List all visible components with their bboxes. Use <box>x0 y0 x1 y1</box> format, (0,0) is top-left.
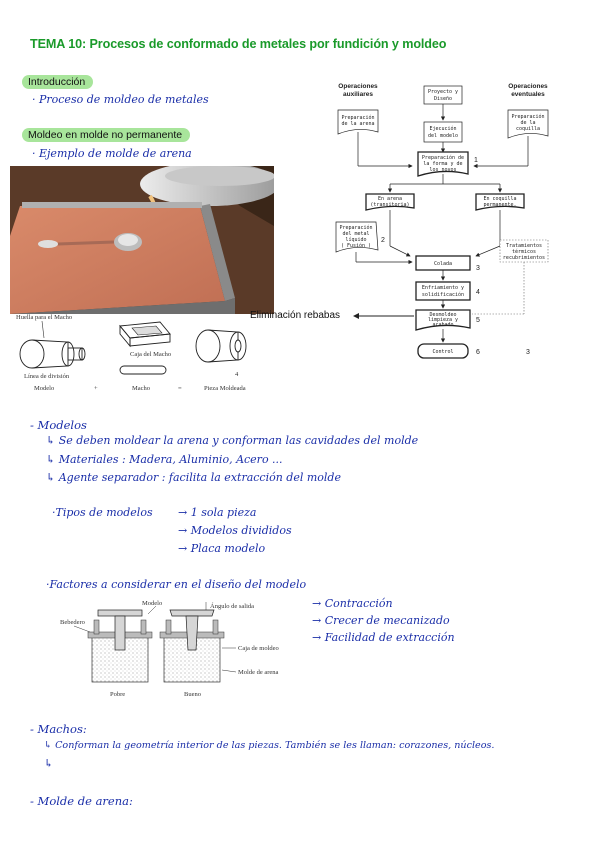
fc-box-prep-forma: Preparación de la forma y de los noyos <box>417 151 469 177</box>
factor-item-1: → Contracción <box>312 597 393 610</box>
svg-text:solidificación: solidificación <box>422 291 464 298</box>
core-label-plus: + <box>94 385 98 392</box>
modelos-line-1: ↳ Se deben moldear la arena y conforman … <box>46 434 419 447</box>
fc-header-left-2: auxiliares <box>343 91 373 98</box>
tipo-item-1: → 1 sola pieza <box>178 506 257 519</box>
section-label-introduccion: Introducción <box>22 75 94 89</box>
model-label-molde-arena: Molde de arena <box>238 669 279 676</box>
sand-mold-photo <box>10 166 274 314</box>
fc-header-right-1: Operaciones <box>508 83 548 90</box>
fc-box-arena-transitoria: En arena (transitoria) <box>365 193 415 211</box>
fc-box-prep-coquilla: Preparación de la coquilla <box>507 109 549 139</box>
fc-box-desmoldeo: Desmoldeo limpieza y acabado <box>415 309 471 331</box>
fc-box-control: Control <box>417 343 469 359</box>
modelos-title: - Modelos <box>30 418 87 432</box>
svg-text:la forma y de: la forma y de <box>423 161 462 167</box>
fc-box-tratamientos: Tratamientos térmicos recubrimientos <box>499 239 549 263</box>
core-label-pieza: Pieza Moldeada <box>204 385 246 392</box>
svg-text:Enfriamiento y: Enfriamiento y <box>422 285 464 291</box>
model-label-caja: Caja de moldeo <box>238 645 279 652</box>
svg-text:Proyecto y: Proyecto y <box>428 89 458 95</box>
core-label-huella: Huella para el Macho <box>16 314 72 321</box>
fc-header-left-1: Operaciones <box>338 83 378 90</box>
machos-line-1: ↳ Conforman la geometría interior de las… <box>44 740 495 751</box>
fc-box-enfriamiento: Enfriamiento y solidificación <box>415 281 471 301</box>
svg-text:de la arena: de la arena <box>341 121 374 127</box>
svg-text:líquido: líquido <box>345 236 366 243</box>
model-label-bueno: Bueno <box>184 691 201 698</box>
core-fig-number: 4 <box>235 371 239 378</box>
svg-text:acabado: acabado <box>432 322 453 328</box>
svg-text:Control: Control <box>432 349 453 355</box>
fc-box-coquilla-permanente: En coquilla permanente. <box>475 193 525 211</box>
svg-text:(transitoria): (transitoria) <box>370 202 409 208</box>
model-label-bebedero: Bebedero <box>60 619 85 626</box>
svg-text:En coquilla: En coquilla <box>483 196 516 202</box>
svg-text:del metal: del metal <box>342 231 369 237</box>
svg-text:térmicos: térmicos <box>512 248 536 255</box>
svg-text:Ejecución: Ejecución <box>429 125 456 132</box>
svg-text:Tratamientos: Tratamientos <box>506 243 542 249</box>
fc-number-6: 6 <box>476 349 480 356</box>
fc-box-colada: Colada <box>415 255 471 271</box>
core-label-linea: Línea de división <box>24 373 70 380</box>
svg-text:Diseño: Diseño <box>434 96 452 102</box>
svg-text:Preparación: Preparación <box>339 224 372 231</box>
machos-line-2: ↳ <box>44 757 54 770</box>
core-label-caja: Caja del Macho <box>130 351 171 358</box>
core-label-macho: Macho <box>132 385 150 392</box>
moldeo-item: · Ejemplo de molde de arena <box>32 147 192 160</box>
fc-number-4: 4 <box>476 289 480 296</box>
svg-text:los noyos: los noyos <box>429 167 456 173</box>
fc-elimination-label: Eliminación rebabas <box>250 310 340 321</box>
fc-number-3: 3 <box>476 265 480 272</box>
fc-number-5: 5 <box>476 317 480 324</box>
tipo-item-3: → Placa modelo <box>178 542 266 555</box>
svg-text:recubrimientos: recubrimientos <box>503 255 545 261</box>
fc-box-prep-metal: Preparación del metal líquido ( Fusión ) <box>335 221 379 253</box>
fc-box-proyecto: Proyecto y Diseño <box>423 85 463 105</box>
intro-item: · Proceso de moldeo de metales <box>32 93 209 106</box>
svg-text:Desmoldeo: Desmoldeo <box>429 312 456 318</box>
svg-text:Preparación de: Preparación de <box>422 154 464 161</box>
model-label-angulo: Ángulo de salida <box>210 602 254 610</box>
core-label-modelo: Modelo <box>34 385 54 392</box>
model-label-modelo: Modelo <box>142 600 162 607</box>
svg-text:permanente.: permanente. <box>483 202 516 208</box>
page-title: TEMA 10: Procesos de conformado de metal… <box>30 37 447 51</box>
svg-text:En arena: En arena <box>378 196 402 202</box>
section-label-moldeo: Moldeo en molde no permanente <box>22 128 191 142</box>
factor-item-2: → Crecer de mecanizado <box>312 614 450 627</box>
modelos-line-2: ↳ Materiales : Madera, Aluminio, Acero .… <box>46 453 283 466</box>
tipos-label: ·Tipos de modelos <box>52 506 153 519</box>
model-design-figure: Modelo Ángulo de salida Bebedero Caja de… <box>60 600 279 698</box>
svg-text:del modelo: del modelo <box>428 133 458 139</box>
fc-number-1: 1 <box>474 157 478 164</box>
fc-number-2: 2 <box>381 237 385 244</box>
core-figure: Huella para el Macho Línea de división C… <box>16 314 247 392</box>
model-label-pobre: Pobre <box>110 691 125 698</box>
factor-item-3: → Facilidad de extracción <box>312 631 455 644</box>
machos-title: - Machos: <box>30 722 87 736</box>
svg-text:( Fusión ): ( Fusión ) <box>341 242 371 249</box>
fc-box-prep-arena: Preparación de la arena <box>337 109 379 135</box>
svg-text:de la: de la <box>520 120 535 126</box>
core-label-equals: = <box>178 385 182 392</box>
fc-header-right-2: eventuales <box>511 91 545 98</box>
modelos-line-3: ↳ Agente separador : facilita la extracc… <box>46 471 341 484</box>
svg-text:Preparación: Preparación <box>341 114 374 121</box>
foundry-flowchart: Operaciones auxiliares Operaciones event… <box>250 83 549 359</box>
svg-text:Colada: Colada <box>434 261 452 267</box>
factores-label: ·Factores a considerar en el diseño del … <box>46 578 307 591</box>
svg-text:coquilla: coquilla <box>516 126 540 132</box>
svg-text:limpieza y: limpieza y <box>428 317 458 323</box>
fc-number-3b: 3 <box>526 349 530 356</box>
tipo-item-2: → Modelos divididos <box>178 524 292 537</box>
svg-text:Preparación: Preparación <box>511 113 544 120</box>
fc-box-ejecucion: Ejecución del modelo <box>423 121 463 143</box>
molde-arena-title: - Molde de arena: <box>30 794 133 808</box>
